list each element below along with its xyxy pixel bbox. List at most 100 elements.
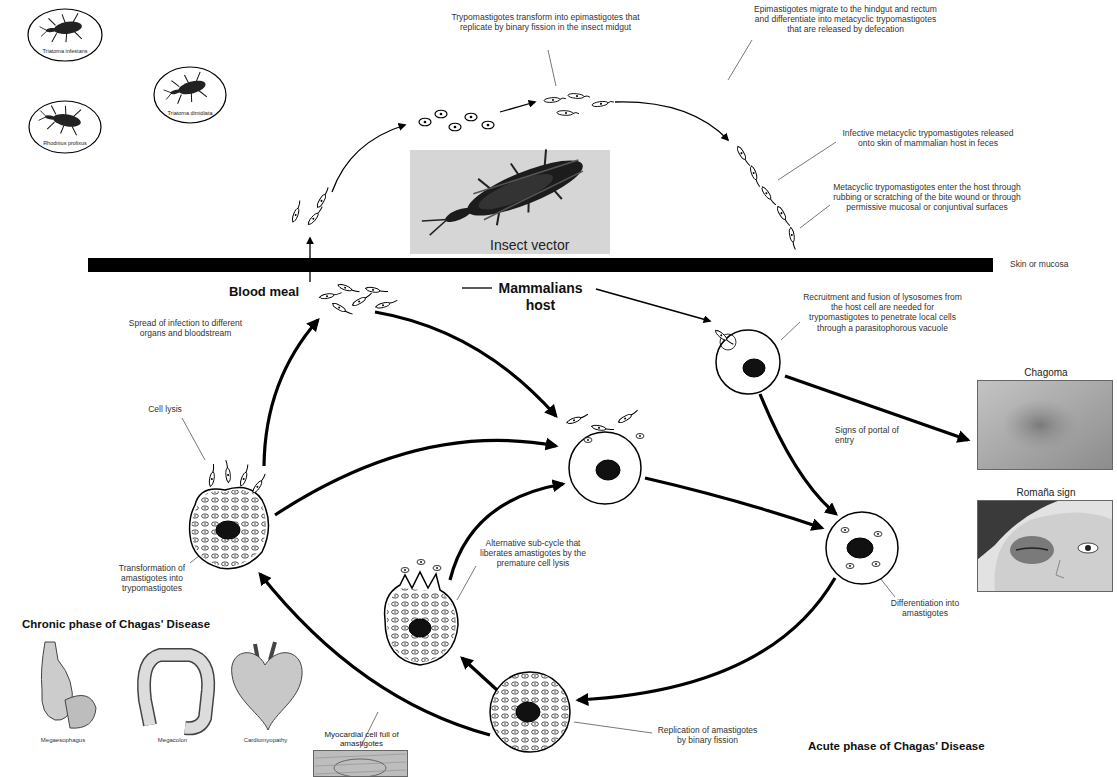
insect-cycle-parasites — [760, 185, 777, 206]
insect-photo-art — [414, 139, 591, 251]
insect-cycle-parasites — [557, 110, 579, 116]
parasite — [584, 438, 592, 443]
parasite — [636, 434, 644, 439]
insect-cycle-parasites — [419, 118, 431, 126]
parasite — [874, 532, 882, 537]
romana-photo: Romaña sign — [977, 500, 1113, 592]
cycle-arrow — [375, 312, 556, 416]
leader-line — [182, 40, 895, 748]
parasite — [365, 286, 388, 294]
insect-photo: Insect vector — [410, 150, 610, 254]
leader-line — [574, 722, 652, 733]
host-cell — [192, 490, 266, 567]
host-cell — [190, 330, 898, 752]
insect-cycle-parasites — [736, 145, 751, 167]
photo-heading: Chagoma — [976, 367, 1116, 379]
romana-photo-art — [1056, 560, 1064, 578]
parasite — [417, 560, 425, 565]
vector-bug-icon — [161, 70, 209, 108]
photo-heading: Romaña sign — [976, 487, 1116, 499]
insect-cycle-parasites — [316, 187, 331, 209]
parasite — [841, 528, 849, 533]
host-cell — [596, 460, 620, 480]
ellipse-outline — [27, 8, 103, 62]
insect-cycle-parasites — [449, 123, 461, 131]
parasite — [591, 424, 614, 432]
species-name: Triatoma dimidiata — [167, 110, 212, 116]
cycle-arrow — [310, 102, 728, 321]
leader-line — [880, 578, 895, 597]
leader-line — [457, 566, 476, 600]
host-cell — [491, 673, 569, 751]
leader-line — [800, 205, 830, 228]
ellipse-outline — [28, 9, 102, 61]
cycle-arrow — [500, 102, 535, 112]
insect-photo-art — [410, 139, 610, 254]
stage-annotation: Epimastigotes migrate to the hindgut and… — [748, 4, 943, 35]
chagoma-photo: Chagoma — [977, 380, 1113, 470]
host-cell — [216, 521, 240, 539]
parasite — [208, 283, 882, 573]
insect-cycle-parasites — [592, 100, 614, 108]
layer-label: Skin or mucosa — [1010, 259, 1110, 269]
stage-annotation: Recruitment and fusion of lysosomes from… — [800, 292, 965, 333]
parasite — [319, 291, 342, 299]
host-cell — [490, 672, 570, 752]
parasite — [714, 329, 734, 347]
host-cell — [826, 512, 898, 584]
organ-label: Megacolon — [135, 737, 210, 744]
vector-bug-icon — [37, 102, 83, 137]
romana-photo-art — [1085, 545, 1091, 551]
vector-species-icon: Rhodnius prolixus — [28, 100, 102, 154]
host-cell — [190, 488, 269, 569]
insect-cycle-parasites — [307, 206, 325, 226]
host-cell — [516, 702, 540, 722]
stage-annotation: Infective metacyclic trypomastigotes rel… — [838, 128, 1018, 148]
organ-label: Cardiomyopathy — [228, 737, 303, 744]
phase-heading: Chronic phase of Chagas' Disease — [22, 618, 252, 632]
skin-barrier-bar — [88, 258, 993, 272]
stage-annotation: Alternative sub-cycle that liberates ama… — [478, 538, 588, 569]
cycle-arrow — [332, 125, 405, 192]
micrograph-art — [313, 750, 408, 777]
host-cell — [847, 538, 873, 558]
insect-photo-art — [462, 150, 589, 226]
photo-heading: Myocardial cell full of amastigotes — [304, 730, 420, 748]
leader-line — [781, 322, 800, 340]
leader-line — [728, 40, 752, 80]
stage-annotation: Transformation of amastigotes into trypo… — [108, 563, 196, 594]
host-cell — [743, 359, 765, 377]
cycle-arrow — [275, 440, 556, 515]
host-label: Blood meal — [225, 284, 303, 300]
cycle-arrow — [760, 394, 836, 514]
romana-photo-art — [977, 500, 1113, 592]
parasite — [617, 409, 639, 424]
species-name: Rhodnius prolixus — [43, 140, 87, 146]
parasite — [351, 292, 373, 307]
cycle-arrow — [260, 574, 490, 735]
vector-bug-icon — [38, 12, 83, 46]
insect-cycle-parasites — [482, 121, 494, 129]
romana-photo-art — [994, 513, 1113, 593]
cycle-arrow — [264, 320, 318, 466]
insect-cycle-parasites — [568, 93, 590, 99]
organ-label: Megaesophagus — [28, 737, 98, 744]
parasite — [337, 283, 360, 295]
stage-annotation: Spread of infection to different organs … — [118, 318, 253, 338]
insect-cycle-parasites — [544, 96, 566, 102]
chagoma-photo-art — [1002, 399, 1078, 451]
parasite — [225, 460, 231, 483]
insect-cycle-parasites — [465, 113, 477, 121]
stage-annotation: Replication of amastigotes by binary fis… — [655, 725, 760, 745]
ellipse-outline — [154, 67, 226, 123]
romana-photo-art — [1078, 543, 1098, 553]
insect-photo-art — [475, 167, 557, 216]
vector-bug-icon — [37, 12, 209, 137]
stage-annotation: Metacyclic trypomastigotes enter the hos… — [832, 182, 1022, 213]
cycle-arrow — [578, 578, 835, 700]
phase-heading: Acute phase of Chagas' Disease — [808, 740, 1018, 754]
insect-cycle-parasites — [776, 205, 791, 227]
species-name: Triatoma infestans — [42, 48, 87, 54]
